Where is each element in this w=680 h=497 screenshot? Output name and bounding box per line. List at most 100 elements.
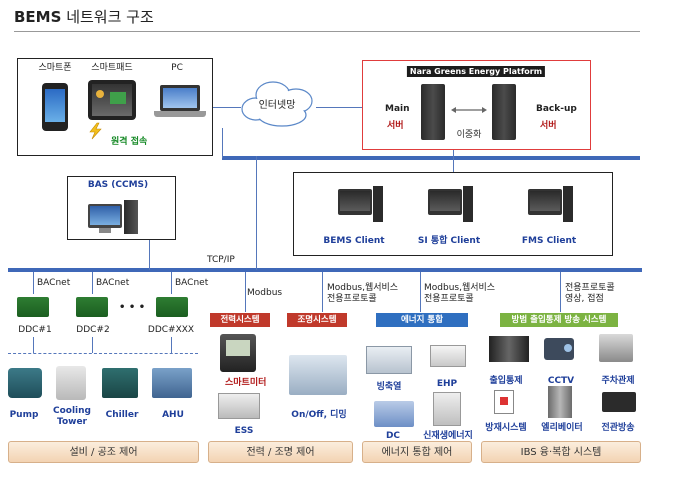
backup-server-en: Back-up bbox=[536, 104, 577, 114]
modbus-label: Modbus bbox=[247, 288, 283, 298]
bacnet-link-2 bbox=[92, 272, 93, 294]
ddc1-icon bbox=[17, 297, 49, 317]
smart-meter-label: 스마트미터 bbox=[225, 378, 267, 388]
bacnet-link-3 bbox=[171, 272, 172, 294]
field-bus bbox=[8, 268, 642, 272]
bems-client-monitor-icon bbox=[338, 189, 372, 215]
cctv-label: CCTV bbox=[547, 376, 575, 386]
ehp-label: EHP bbox=[436, 379, 458, 389]
si-client-monitor-icon bbox=[428, 189, 462, 215]
modbus-link bbox=[245, 272, 246, 312]
modbus-web-label-2: Modbus,웹서비스 bbox=[424, 283, 496, 293]
lighting-system-tag: 조명시스템 bbox=[287, 313, 347, 327]
title-divider bbox=[14, 31, 640, 32]
proprietary-label-3: 전용프로토콜 bbox=[565, 283, 615, 293]
client-link bbox=[453, 158, 454, 172]
fms-client-tower-icon bbox=[563, 186, 573, 222]
elevator-label: 엘리베이터 bbox=[541, 423, 583, 433]
ddcxxx-label: DDC#XXX bbox=[147, 325, 195, 335]
footer-energy: 에너지 통합 제어 bbox=[362, 441, 472, 463]
backup-server-icon bbox=[492, 84, 516, 140]
si-client-tower-icon bbox=[463, 186, 473, 222]
cooling-tower-icon bbox=[56, 366, 86, 400]
ehp-icon bbox=[430, 345, 466, 367]
ice-storage-icon bbox=[366, 346, 412, 374]
footer-power-lighting: 전력 / 조명 제어 bbox=[208, 441, 353, 463]
main-server-kr: 서버 bbox=[387, 121, 404, 131]
cooling-tower-label: Cooling Tower bbox=[53, 406, 91, 427]
bas-link bbox=[149, 240, 150, 270]
platform-title: Nara Greens Energy Platform bbox=[406, 66, 546, 77]
security-link bbox=[560, 272, 561, 312]
smartphone-icon bbox=[42, 83, 68, 131]
smart-meter-icon bbox=[220, 334, 256, 372]
ddc1-label: DDC#1 bbox=[18, 325, 52, 335]
smartphone-label: 스마트폰 bbox=[38, 63, 72, 73]
ddc-ellipsis: • • • bbox=[119, 302, 146, 313]
ddc2-icon bbox=[76, 297, 108, 317]
title-bold: BEMS bbox=[14, 8, 62, 26]
renewable-label: 신재생에너지 bbox=[423, 431, 473, 441]
cctv-icon bbox=[544, 338, 574, 360]
modbus-web-link bbox=[322, 272, 323, 312]
ahu-icon bbox=[152, 368, 192, 398]
parking-label: 주차관제 bbox=[601, 376, 635, 386]
access-control-label: 출입통제 bbox=[489, 376, 523, 386]
dc-icon bbox=[374, 401, 414, 427]
pc-label: PC bbox=[171, 63, 183, 73]
laptop-base bbox=[154, 111, 206, 117]
ddcxxx-icon bbox=[156, 297, 188, 317]
ddcxxx-drop bbox=[171, 337, 172, 353]
remote-access-label: 원격 접속 bbox=[111, 137, 148, 147]
pump-label: Pump bbox=[9, 410, 39, 420]
fms-client-monitor-icon bbox=[528, 189, 562, 215]
chiller-icon bbox=[102, 368, 138, 398]
bacnet-label-2: BACnet bbox=[96, 278, 130, 288]
footer-hvac: 설비 / 공조 제어 bbox=[8, 441, 199, 463]
internet-link bbox=[222, 128, 223, 158]
bas-monitor-icon bbox=[88, 204, 122, 228]
backup-server-kr: 서버 bbox=[540, 121, 557, 131]
bas-label: BAS (CCMS) bbox=[87, 180, 149, 190]
main-server-en: Main bbox=[385, 104, 410, 114]
bacnet-label-3: BACnet bbox=[175, 278, 209, 288]
ddc2-label: DDC#2 bbox=[76, 325, 110, 335]
ddc2-drop bbox=[92, 337, 93, 353]
disaster-icon bbox=[494, 390, 514, 414]
dc-label: DC bbox=[385, 431, 401, 441]
tcpip-link bbox=[256, 156, 257, 270]
modbus-web-label: Modbus,웹서비스 bbox=[327, 283, 399, 293]
bas-tower-icon bbox=[124, 200, 138, 234]
access-control-icon bbox=[489, 336, 529, 362]
ice-label: 빙축열 bbox=[376, 382, 402, 392]
remote-internet-link bbox=[213, 107, 241, 108]
power-system-tag: 전력시스템 bbox=[210, 313, 270, 327]
proprietary-label: 전용프로토콜 bbox=[327, 294, 377, 304]
smartpad-label: 스마트패드 bbox=[91, 63, 133, 73]
bas-box bbox=[67, 176, 176, 240]
bacnet-label-1: BACnet bbox=[37, 278, 71, 288]
page-title: BEMS 네트워크 구조 bbox=[14, 8, 154, 26]
internet-platform-link bbox=[316, 107, 362, 108]
parking-icon bbox=[599, 334, 633, 362]
bems-client-tower-icon bbox=[373, 186, 383, 222]
broadcast-label: 전관방송 bbox=[601, 423, 635, 433]
ess-label: ESS bbox=[234, 426, 254, 436]
footer-ibs: IBS 융·복합 시스템 bbox=[481, 441, 641, 463]
elevator-icon bbox=[548, 386, 572, 418]
bems-client-label: BEMS Client bbox=[323, 236, 385, 246]
disaster-label: 방재시스템 bbox=[485, 423, 527, 433]
pc-laptop-icon bbox=[160, 85, 200, 111]
si-client-label: SI 통합 Client bbox=[417, 236, 481, 246]
chiller-label: Chiller bbox=[105, 410, 139, 420]
office-lighting-icon bbox=[289, 355, 347, 395]
bacnet-link-1 bbox=[33, 272, 34, 294]
field-dashed-line bbox=[8, 353, 198, 354]
dual-arrow-icon bbox=[451, 107, 487, 113]
tcpip-label: TCP/IP bbox=[207, 255, 235, 265]
smartpad-icon bbox=[88, 80, 136, 120]
bas-monitor-stand bbox=[99, 228, 111, 233]
video-label: 영상, 접점 bbox=[565, 294, 604, 304]
main-server-icon bbox=[421, 84, 445, 140]
cloud-icon bbox=[241, 81, 313, 127]
